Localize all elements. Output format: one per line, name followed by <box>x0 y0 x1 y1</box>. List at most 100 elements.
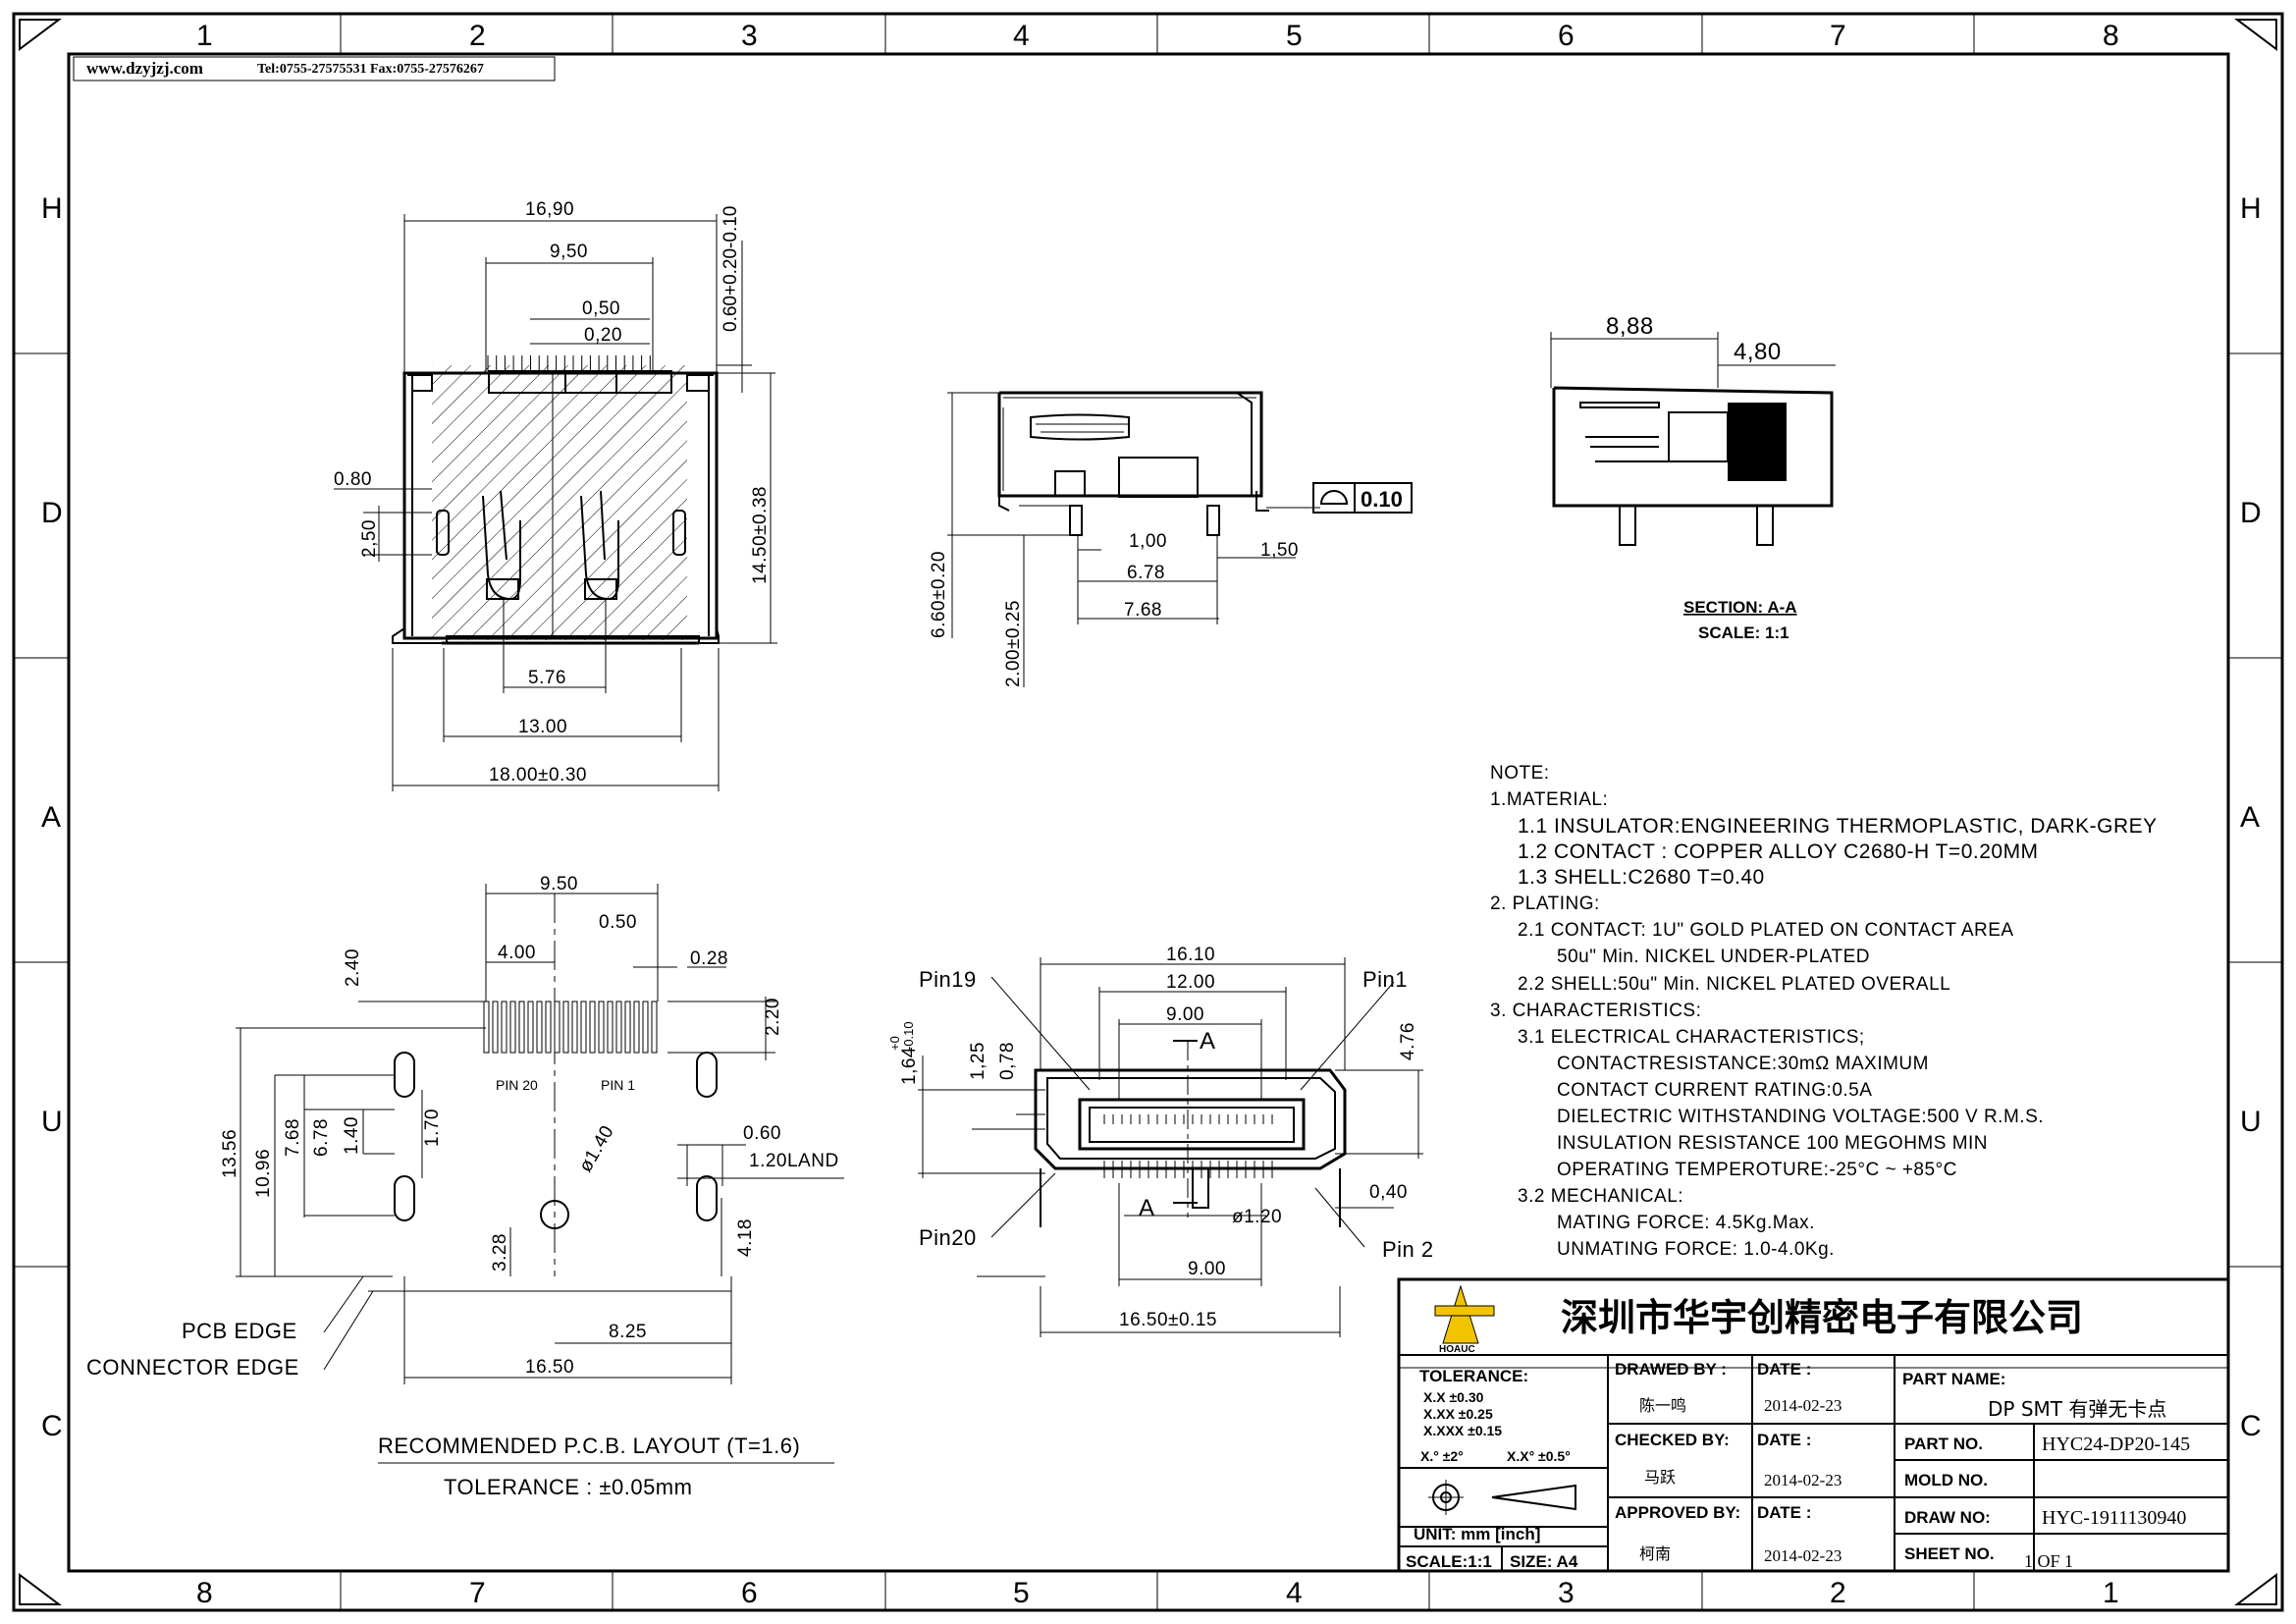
dim-2-40: 2.40 <box>343 948 363 987</box>
bottom-zone-6: 6 <box>741 1577 758 1609</box>
dim-dia-1-20: ø1.20 <box>1232 1207 1282 1227</box>
note-line-11: CONTACTRESISTANCE:30mΩ MAXIMUM <box>1557 1054 1929 1074</box>
front-view: 16.10 12.00 9.00 4.76 1,64 +0 -0.10 1,25… <box>887 945 1434 1337</box>
checked-by-name: 马跃 <box>1644 1468 1676 1487</box>
note-line-4: 1.3 SHELL:C2680 T=0.40 <box>1518 866 1765 889</box>
note-line-9: 3. CHARACTERISTICS: <box>1490 1001 1701 1021</box>
label-pin1: Pin1 <box>1362 967 1408 992</box>
section-scale: SCALE: 1:1 <box>1698 623 1789 642</box>
dim-13-00: 13.00 <box>518 717 567 737</box>
note-line-3: 1.2 CONTACT : COPPER ALLOY C2680-H T=0.2… <box>1518 840 2039 863</box>
dim-1-50: 1,50 <box>1260 540 1299 561</box>
dim-0-28: 0.28 <box>690 948 728 969</box>
checked-by-label: CHECKED BY: <box>1615 1431 1730 1449</box>
part-name-value: DP SMT 有弹无卡点 <box>1988 1397 2166 1421</box>
company-logo: HOAUC <box>1434 1284 1495 1355</box>
flatness-value: 0.10 <box>1361 487 1403 512</box>
dim-0-50-pcb: 0.50 <box>599 912 637 933</box>
pcb-layout-view: 9.50 0.50 4.00 0.28 2.40 2.20 13.56 10.9… <box>86 874 844 1499</box>
connector-edge-label: CONNECTOR EDGE <box>86 1355 299 1380</box>
bottom-zone-4: 4 <box>1286 1577 1303 1609</box>
section-title: SECTION: A-A <box>1683 598 1797 617</box>
dim-10-96: 10.96 <box>253 1149 274 1198</box>
bottom-zone-2: 2 <box>1830 1577 1846 1609</box>
dim-0-50: 0,50 <box>582 298 620 319</box>
note-line-17: MATING FORCE: 4.5Kg.Max. <box>1557 1213 1815 1233</box>
bottom-zone-7: 7 <box>469 1577 486 1609</box>
left-zone-d: D <box>41 497 63 529</box>
bottom-zone-1: 1 <box>2103 1577 2119 1609</box>
dim-12-00: 12.00 <box>1166 972 1215 993</box>
dim-6-60: 6.60±0.20 <box>929 551 949 638</box>
dim-6-78: 6.78 <box>1127 563 1165 583</box>
pcb-layout-title: RECOMMENDED P.C.B. LAYOUT (T=1.6) <box>378 1434 800 1458</box>
border-labels: 1 2 3 4 5 6 7 8 8 7 6 5 4 3 2 1 H D A U … <box>41 20 2262 1609</box>
dim-18-00: 18.00±0.30 <box>489 765 587 785</box>
left-zone-c: C <box>41 1410 63 1442</box>
note-line-2: 1.1 INSULATOR:ENGINEERING THERMOPLASTIC,… <box>1518 815 2158 838</box>
right-zone-c: C <box>2240 1410 2262 1442</box>
drawn-by-name: 陈一鸣 <box>1639 1396 1686 1415</box>
drawn-by-label: DRAWED BY : <box>1615 1360 1727 1379</box>
dim-3-28: 3.28 <box>490 1233 510 1272</box>
dim-16-50-pcb: 16.50 <box>525 1357 574 1378</box>
dim-1-00: 1,00 <box>1129 531 1167 552</box>
top-zone-6: 6 <box>1558 20 1575 52</box>
dim-9-50-pcb: 9.50 <box>540 874 578 894</box>
note-line-1: 1.MATERIAL: <box>1490 789 1608 810</box>
dim-4-80: 4,80 <box>1734 339 1782 365</box>
top-zone-5: 5 <box>1286 20 1303 52</box>
approved-by-label: APPROVED BY: <box>1615 1503 1740 1522</box>
date-2: 2014-02-23 <box>1764 1471 1842 1489</box>
dim-1-40: 1.40 <box>342 1116 362 1155</box>
dim-9-00-top: 9.00 <box>1166 1004 1204 1025</box>
angle-tol-1: X.° ±2° <box>1420 1448 1464 1464</box>
projection-symbol-icon <box>1428 1480 1576 1515</box>
note-line-18: UNMATING FORCE: 1.0-4.0Kg. <box>1557 1239 1835 1260</box>
note-line-14: INSULATION RESISTANCE 100 MEGOHMS MIN <box>1557 1133 1988 1154</box>
dim-0-78: 0,78 <box>997 1042 1018 1080</box>
label-pin2: Pin 2 <box>1382 1237 1434 1262</box>
top-zone-3: 3 <box>741 20 758 52</box>
draw-no-label: DRAW NO: <box>1904 1508 1991 1527</box>
draw-no-value: HYC-1911130940 <box>2042 1507 2186 1529</box>
note-line-13: DIELECTRIC WITHSTANDING VOLTAGE:500 V R.… <box>1557 1107 2044 1127</box>
dim-5-76: 5.76 <box>528 668 566 688</box>
contact-text: Tel:0755-27575531 Fax:0755-27576267 <box>257 62 484 77</box>
dim-1-25: 1,25 <box>968 1042 988 1080</box>
top-zone-4: 4 <box>1013 20 1030 52</box>
corner-arrow-icon <box>2234 19 2277 51</box>
angle-tol-2: X.X° ±0.5° <box>1507 1448 1571 1464</box>
dim-9-00-bottom: 9.00 <box>1188 1259 1226 1279</box>
corner-arrow-icon <box>2234 1573 2277 1605</box>
date-1: 2014-02-23 <box>1764 1396 1842 1415</box>
date-label-1: DATE : <box>1757 1360 1811 1379</box>
dim-4-18: 4.18 <box>735 1218 756 1257</box>
dim-16-10: 16.10 <box>1166 945 1215 965</box>
title-block: HOAUC 深圳市华宇创精密电子有限公司 TOLERANCE: X.X ±0.3… <box>1397 1277 2230 1573</box>
note-line-16: 3.2 MECHANICAL: <box>1518 1186 1683 1207</box>
dim-0-20: 0,20 <box>584 325 622 346</box>
bottom-zone-3: 3 <box>1558 1577 1575 1609</box>
logo-text: HOAUC <box>1439 1344 1475 1355</box>
label-pin19: Pin19 <box>919 967 977 992</box>
website-text: www.dzyjzj.com <box>86 59 203 78</box>
dim-1-64-top: 1,64 <box>899 1047 920 1085</box>
note-line-10: 3.1 ELECTRICAL CHARACTERISTICS; <box>1518 1027 1865 1048</box>
pcb-edge-label: PCB EDGE <box>182 1319 297 1343</box>
top-zone-8: 8 <box>2103 20 2119 52</box>
section-view: 8,88 4,80 SECTION: A-A SCALE: 1:1 <box>1550 313 1836 642</box>
pcb-tolerance: TOLERANCE : ±0.05mm <box>444 1475 692 1499</box>
dim-0-60-pcb: 0.60 <box>743 1123 781 1144</box>
section-mark-bottom: A <box>1139 1195 1155 1221</box>
dim-16-50: 16.50±0.15 <box>1119 1310 1217 1330</box>
tol-1: X.X ±0.30 <box>1423 1389 1484 1405</box>
label-pin20: Pin20 <box>919 1225 977 1250</box>
right-zone-u: U <box>2240 1106 2262 1138</box>
dim-4-76: 4.76 <box>1398 1022 1418 1060</box>
dim-dia-1-40: ø1.40 <box>575 1122 618 1176</box>
dim-4-00: 4.00 <box>498 943 536 963</box>
right-zone-d: D <box>2240 497 2262 529</box>
left-zone-a: A <box>41 801 61 834</box>
